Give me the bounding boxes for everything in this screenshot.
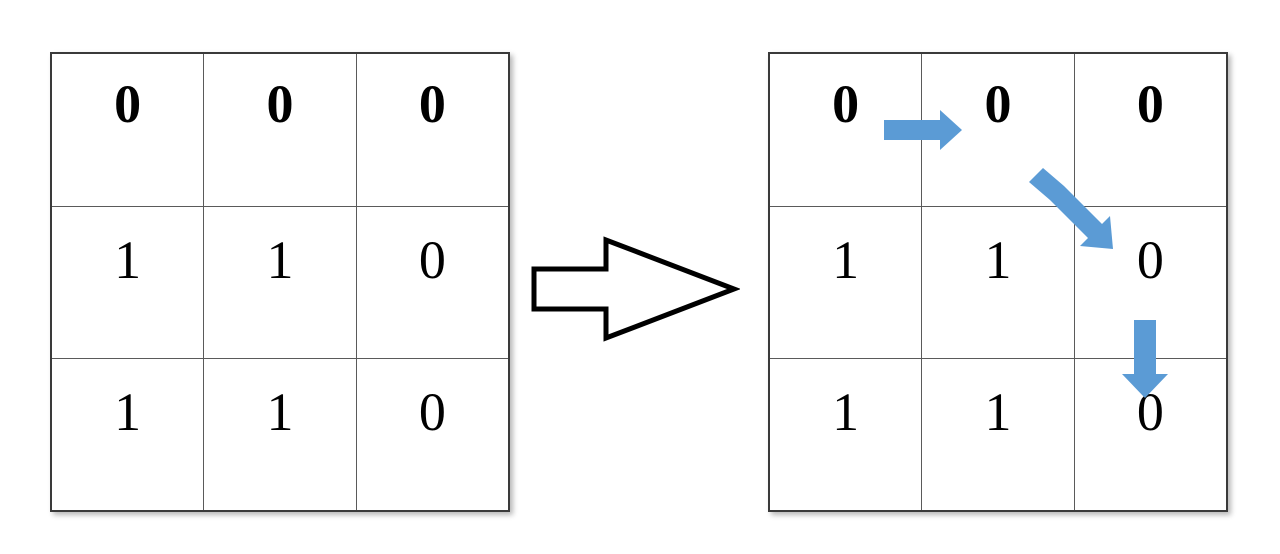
cell-value: 0 [114, 73, 142, 134]
cell-value: 1 [266, 230, 294, 290]
cell-r1c1: 0 [770, 54, 923, 207]
cell-value: 0 [418, 73, 446, 134]
cell-r3c3: 0 [355, 357, 508, 510]
cell-value: 1 [984, 382, 1012, 443]
cell-r1c1: 0 [52, 54, 205, 207]
cell-r1c2: 0 [203, 54, 357, 207]
cell-r2c3: 0 [1073, 205, 1226, 359]
cell-value: 1 [266, 382, 294, 443]
cell-value: 0 [984, 73, 1012, 134]
cell-value: 1 [832, 382, 860, 443]
cell-value: 0 [266, 73, 294, 134]
cell-value: 0 [1136, 73, 1164, 134]
cell-r1c2: 0 [921, 54, 1075, 207]
cell-r3c2: 1 [203, 357, 357, 510]
cell-value: 0 [1136, 382, 1164, 443]
cell-value: 0 [418, 230, 446, 290]
cell-r2c1: 1 [770, 205, 923, 359]
cell-r2c3: 0 [355, 205, 508, 359]
table-row: 1 1 0 [770, 357, 1226, 510]
cell-value: 0 [832, 73, 860, 134]
input-grid: 0 0 0 1 1 0 1 1 0 [50, 52, 510, 512]
cell-r1c3: 0 [355, 54, 508, 207]
cell-r3c1: 1 [770, 357, 923, 510]
cell-r3c2: 1 [921, 357, 1075, 510]
cell-value: 0 [1136, 230, 1164, 290]
table-row: 1 1 0 [52, 205, 508, 359]
input-grid-table: 0 0 0 1 1 0 1 1 0 [52, 54, 508, 510]
cell-r2c1: 1 [52, 205, 205, 359]
cell-r2c2: 1 [921, 205, 1075, 359]
cell-r3c1: 1 [52, 357, 205, 510]
table-row: 0 0 0 [770, 54, 1226, 207]
cell-value: 1 [114, 230, 142, 290]
cell-value: 1 [832, 230, 860, 290]
table-row: 1 1 0 [52, 357, 508, 510]
cell-r1c3: 0 [1073, 54, 1226, 207]
table-row: 1 1 0 [770, 205, 1226, 359]
transform-arrow-icon [528, 232, 741, 346]
cell-r2c2: 1 [203, 205, 357, 359]
output-grid-table: 0 0 0 1 1 0 1 1 0 [770, 54, 1226, 510]
cell-value: 1 [114, 382, 142, 443]
cell-value: 1 [984, 230, 1012, 290]
cell-r3c3: 0 [1073, 357, 1226, 510]
cell-value: 0 [418, 382, 446, 443]
table-row: 0 0 0 [52, 54, 508, 207]
output-grid: 0 0 0 1 1 0 1 1 0 [768, 52, 1228, 512]
